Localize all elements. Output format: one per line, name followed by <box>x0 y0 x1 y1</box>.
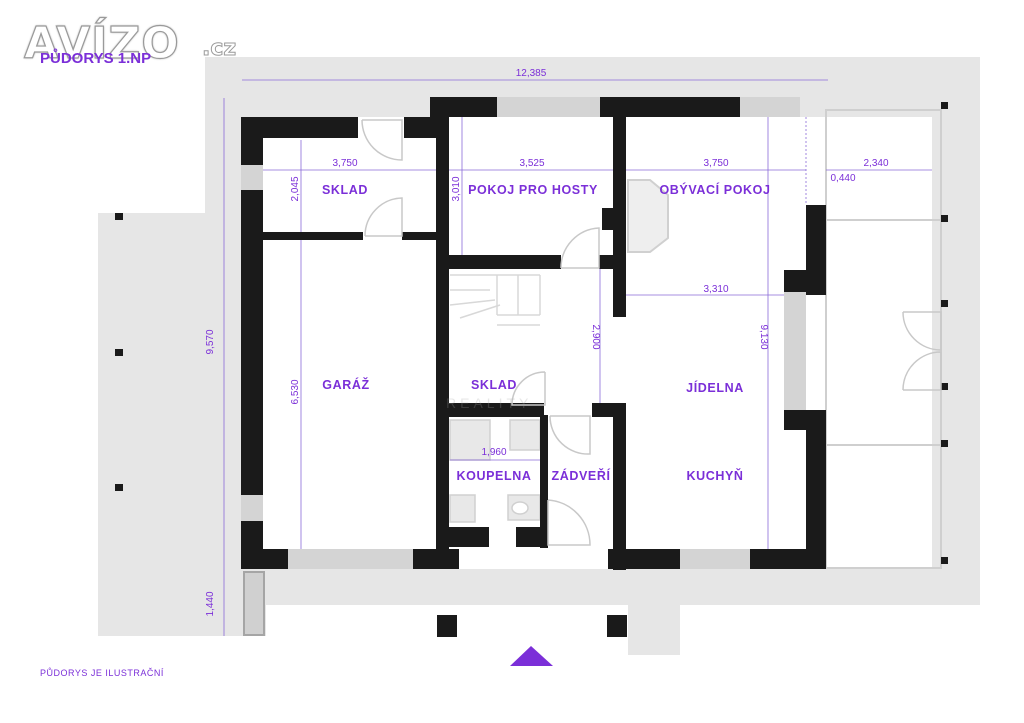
dim-jidelna-width: 3,310 <box>703 284 728 295</box>
dim-garaz-depth: 6,530 <box>290 379 301 404</box>
bathroom-fixtures <box>449 419 541 523</box>
room-labels: SKLAD POKOJ PRO HOSTY OBÝVACÍ POKOJ GARÁ… <box>322 182 770 483</box>
door-swings <box>361 119 942 546</box>
avizo-logo: AVÍZO <box>23 17 180 69</box>
watermark: REALITY <box>446 395 533 411</box>
dim-pokoj-depth: 3,010 <box>451 176 462 201</box>
staircase <box>449 274 541 326</box>
dim-obyvaci-width: 3,750 <box>703 158 728 169</box>
dimension-lines <box>223 79 932 636</box>
room-label-kuchyn: KUCHYŇ <box>686 468 743 483</box>
walls <box>241 97 826 637</box>
room-label-jidelna: JÍDELNA <box>686 380 744 395</box>
room-label-garaz: GARÁŽ <box>322 377 369 392</box>
dim-niche: 0,440 <box>830 173 855 184</box>
dim-hall-depth: 2,900 <box>590 324 601 349</box>
dim-koupelna-width: 1,960 <box>481 447 506 458</box>
room-label-obyvaci-pokoj: OBÝVACÍ POKOJ <box>659 182 770 197</box>
dim-pokoj-width: 3,525 <box>519 158 544 169</box>
dimension-labels: 12,385 3,750 3,525 3,750 2,340 0,440 3,3… <box>205 68 889 617</box>
dim-overall-depth: 9,570 <box>205 329 216 354</box>
dim-entrance-depth: 1,440 <box>205 591 216 616</box>
room-label-pokoj-pro-hosty: POKOJ PRO HOSTY <box>468 183 598 197</box>
room-label-koupelna: KOUPELNA <box>457 469 532 483</box>
room-label-sklad-1: SKLAD <box>322 183 368 197</box>
dim-terrace-width: 2,340 <box>863 158 888 169</box>
dim-overall-width: 12,385 <box>516 68 547 79</box>
dim-living-depth: 9,130 <box>758 324 769 349</box>
avizo-logo-tld: .cz <box>201 36 237 62</box>
entrance-arrow-icon <box>510 646 553 666</box>
room-label-zadveri: ZÁDVEŘÍ <box>551 468 610 483</box>
fireplace <box>627 179 669 253</box>
disclaimer: PŮDORYS JE ILUSTRAČNÍ <box>40 668 164 678</box>
plan-title: PŮDORYS 1.NP <box>40 50 152 67</box>
dim-sklad-depth: 2,045 <box>290 176 301 201</box>
room-label-sklad-2: SKLAD <box>471 378 517 392</box>
column-markers <box>115 102 948 564</box>
interior-floor <box>241 117 932 569</box>
windows <box>241 97 806 636</box>
dim-sklad-width: 3,750 <box>332 158 357 169</box>
